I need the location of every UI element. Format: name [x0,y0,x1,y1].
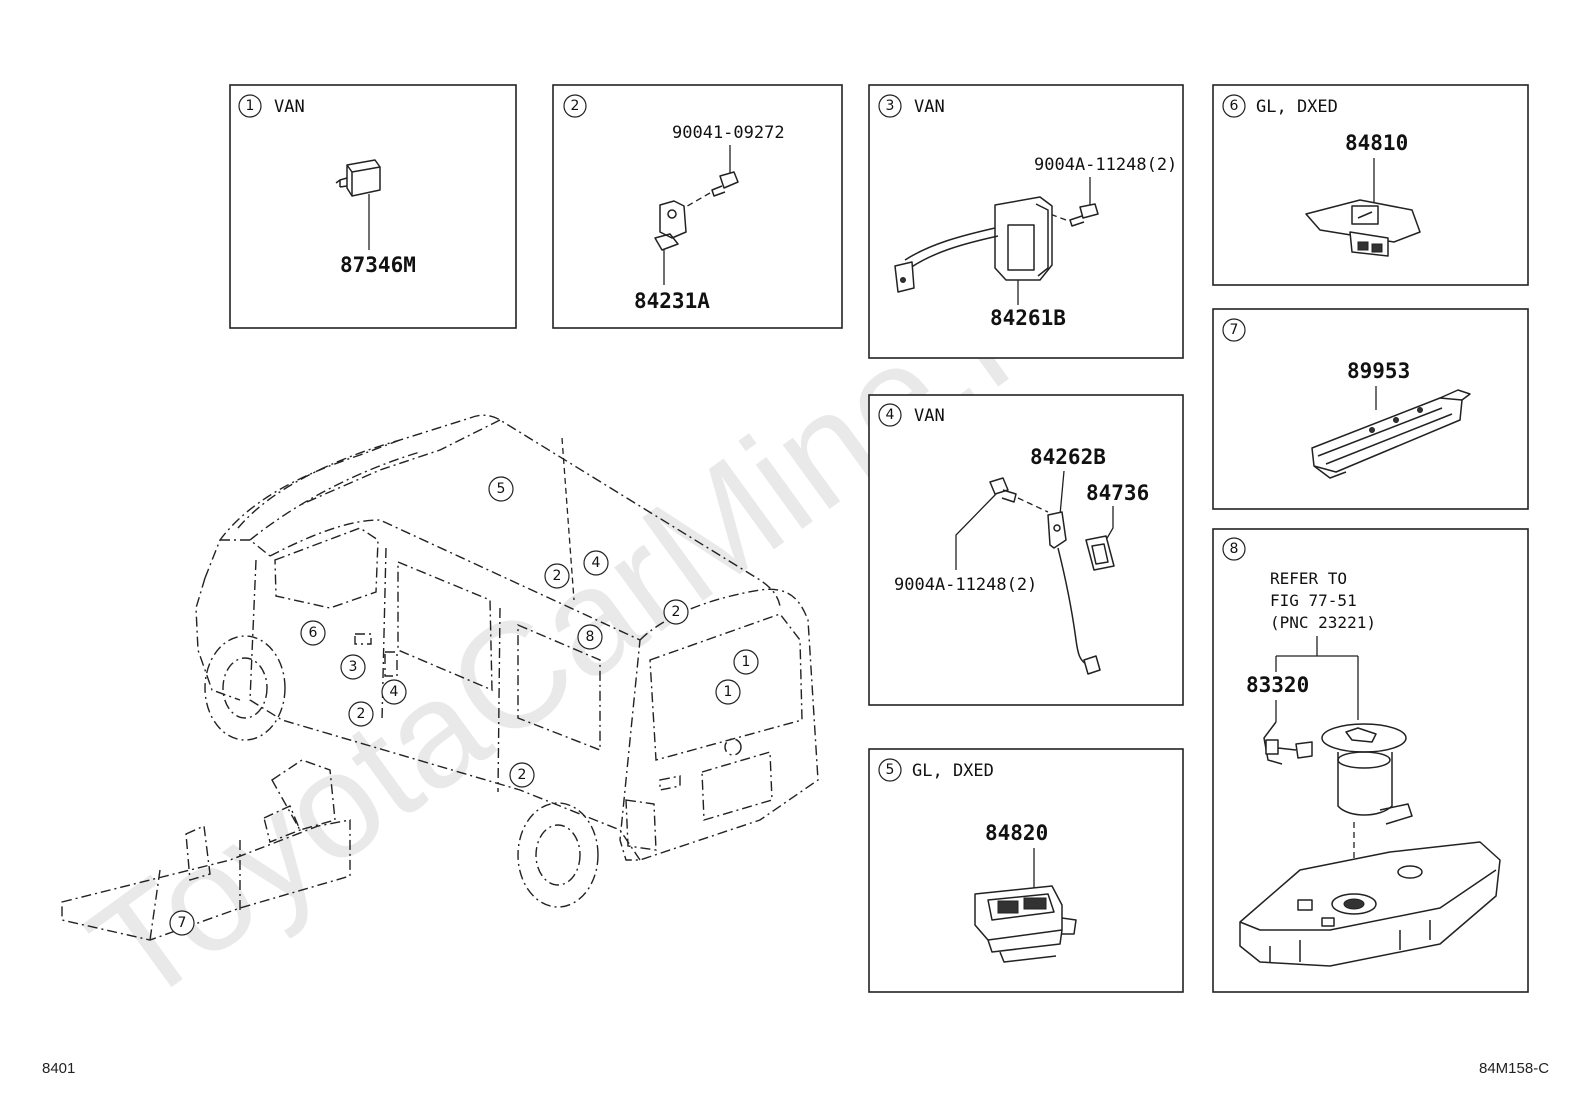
panel-3-number: 3 [886,98,895,114]
panel-1: 1 VAN 87346M [229,84,517,329]
callout-3: 3 [349,659,358,675]
part-number-84810: 84810 [1345,131,1408,155]
window-switch-icon [974,885,1077,963]
reference-note-line-2: FIG 77-51 [1270,591,1357,610]
power-window-switch-icon [1305,199,1421,257]
callout-4-roof: 4 [592,555,601,571]
part-number-87346M: 87346M [340,253,416,277]
callout-1-lower: 1 [724,684,733,700]
bolt-icon [1069,203,1099,227]
callout-8: 8 [586,629,595,645]
panel-4-number-badge [878,403,902,427]
fuel-pump-icon [1321,723,1413,825]
panel-7-number: 7 [1230,322,1239,338]
panel-8: 8 REFER TO FIG 77-51 (PNC 23221) 83320 [1212,528,1529,993]
panel-7: 7 89953 [1212,308,1529,510]
panel-1-number-badge [238,94,262,118]
callout-2-rear-roof: 2 [672,604,681,620]
panel-6-number: 6 [1230,98,1239,114]
part-number-90041-09272: 90041-09272 [672,123,785,143]
part-number-84231A: 84231A [634,289,710,313]
callout-5: 5 [497,481,506,497]
callout-6: 6 [309,625,318,641]
panel-5-number-badge [878,758,902,782]
callout-2-lower: 2 [518,767,527,783]
part-number-9004A-11248-panel-3: 9004A-11248(2) [1034,155,1177,175]
courtesy-switch-icon [1047,511,1101,675]
panel-4-caption: VAN [914,406,945,426]
panel-8-number-badge [1222,537,1246,561]
relay-icon [335,159,381,197]
panel-1-number: 1 [246,98,255,114]
reference-note-line-1: REFER TO [1270,569,1347,588]
callout-2-roof: 2 [553,568,562,584]
panel-8-number: 8 [1230,541,1239,557]
panel-1-caption: VAN [274,97,305,117]
panel-4-number: 4 [886,407,895,423]
seat-sensor-icon [1311,389,1471,479]
callout-1-upper: 1 [742,654,751,670]
callout-4-door: 4 [390,684,399,700]
fuel-sender-icon [1263,721,1313,765]
callout-2-door: 2 [357,706,366,722]
callout-7: 7 [178,915,187,931]
switch-bracket-icon [654,200,687,251]
reference-note-line-3: (PNC 23221) [1270,613,1376,632]
part-number-84261B: 84261B [990,306,1066,330]
panel-6-caption: GL, DXED [1256,97,1338,117]
fuel-tank-icon [1239,841,1501,967]
footer-page-code: 8401 [42,1060,75,1077]
part-number-89953: 89953 [1347,359,1410,383]
gasket-icon [1085,535,1115,571]
panel-2: 2 90041-09272 84231A [552,84,843,329]
bolt-icon [711,171,739,197]
panel-6: 6 GL, DXED 84810 [1212,84,1529,286]
panel-3-caption: VAN [914,97,945,117]
footer-figure-code: 84M158-C [1479,1060,1549,1077]
panel-7-number-badge [1222,318,1246,342]
part-number-9004A-11248-panel-4: 9004A-11248(2) [894,575,1037,595]
bolt-icon [989,477,1017,503]
part-number-84820: 84820 [985,821,1048,845]
door-switch-icon [894,196,1053,293]
vehicle-callouts: 5 2 4 2 8 6 3 4 2 1 1 2 7 [169,476,759,936]
panel-5-caption: GL, DXED [912,761,994,781]
part-number-84736: 84736 [1086,481,1149,505]
panel-2-number-badge [563,94,587,118]
panel-2-number: 2 [571,98,580,114]
panel-6-number-badge [1222,94,1246,118]
part-number-83320: 83320 [1246,673,1309,697]
panel-3: 3 VAN 9004A-11248(2) 84261B [868,84,1184,359]
part-number-84262B: 84262B [1030,445,1106,469]
panel-5: 5 GL, DXED 84820 [868,748,1184,993]
van-illustration [61,414,819,941]
panel-4: 4 VAN 84262B 84736 9004A-11248(2) [868,394,1184,706]
panel-3-number-badge [878,94,902,118]
panel-5-number: 5 [886,762,895,778]
